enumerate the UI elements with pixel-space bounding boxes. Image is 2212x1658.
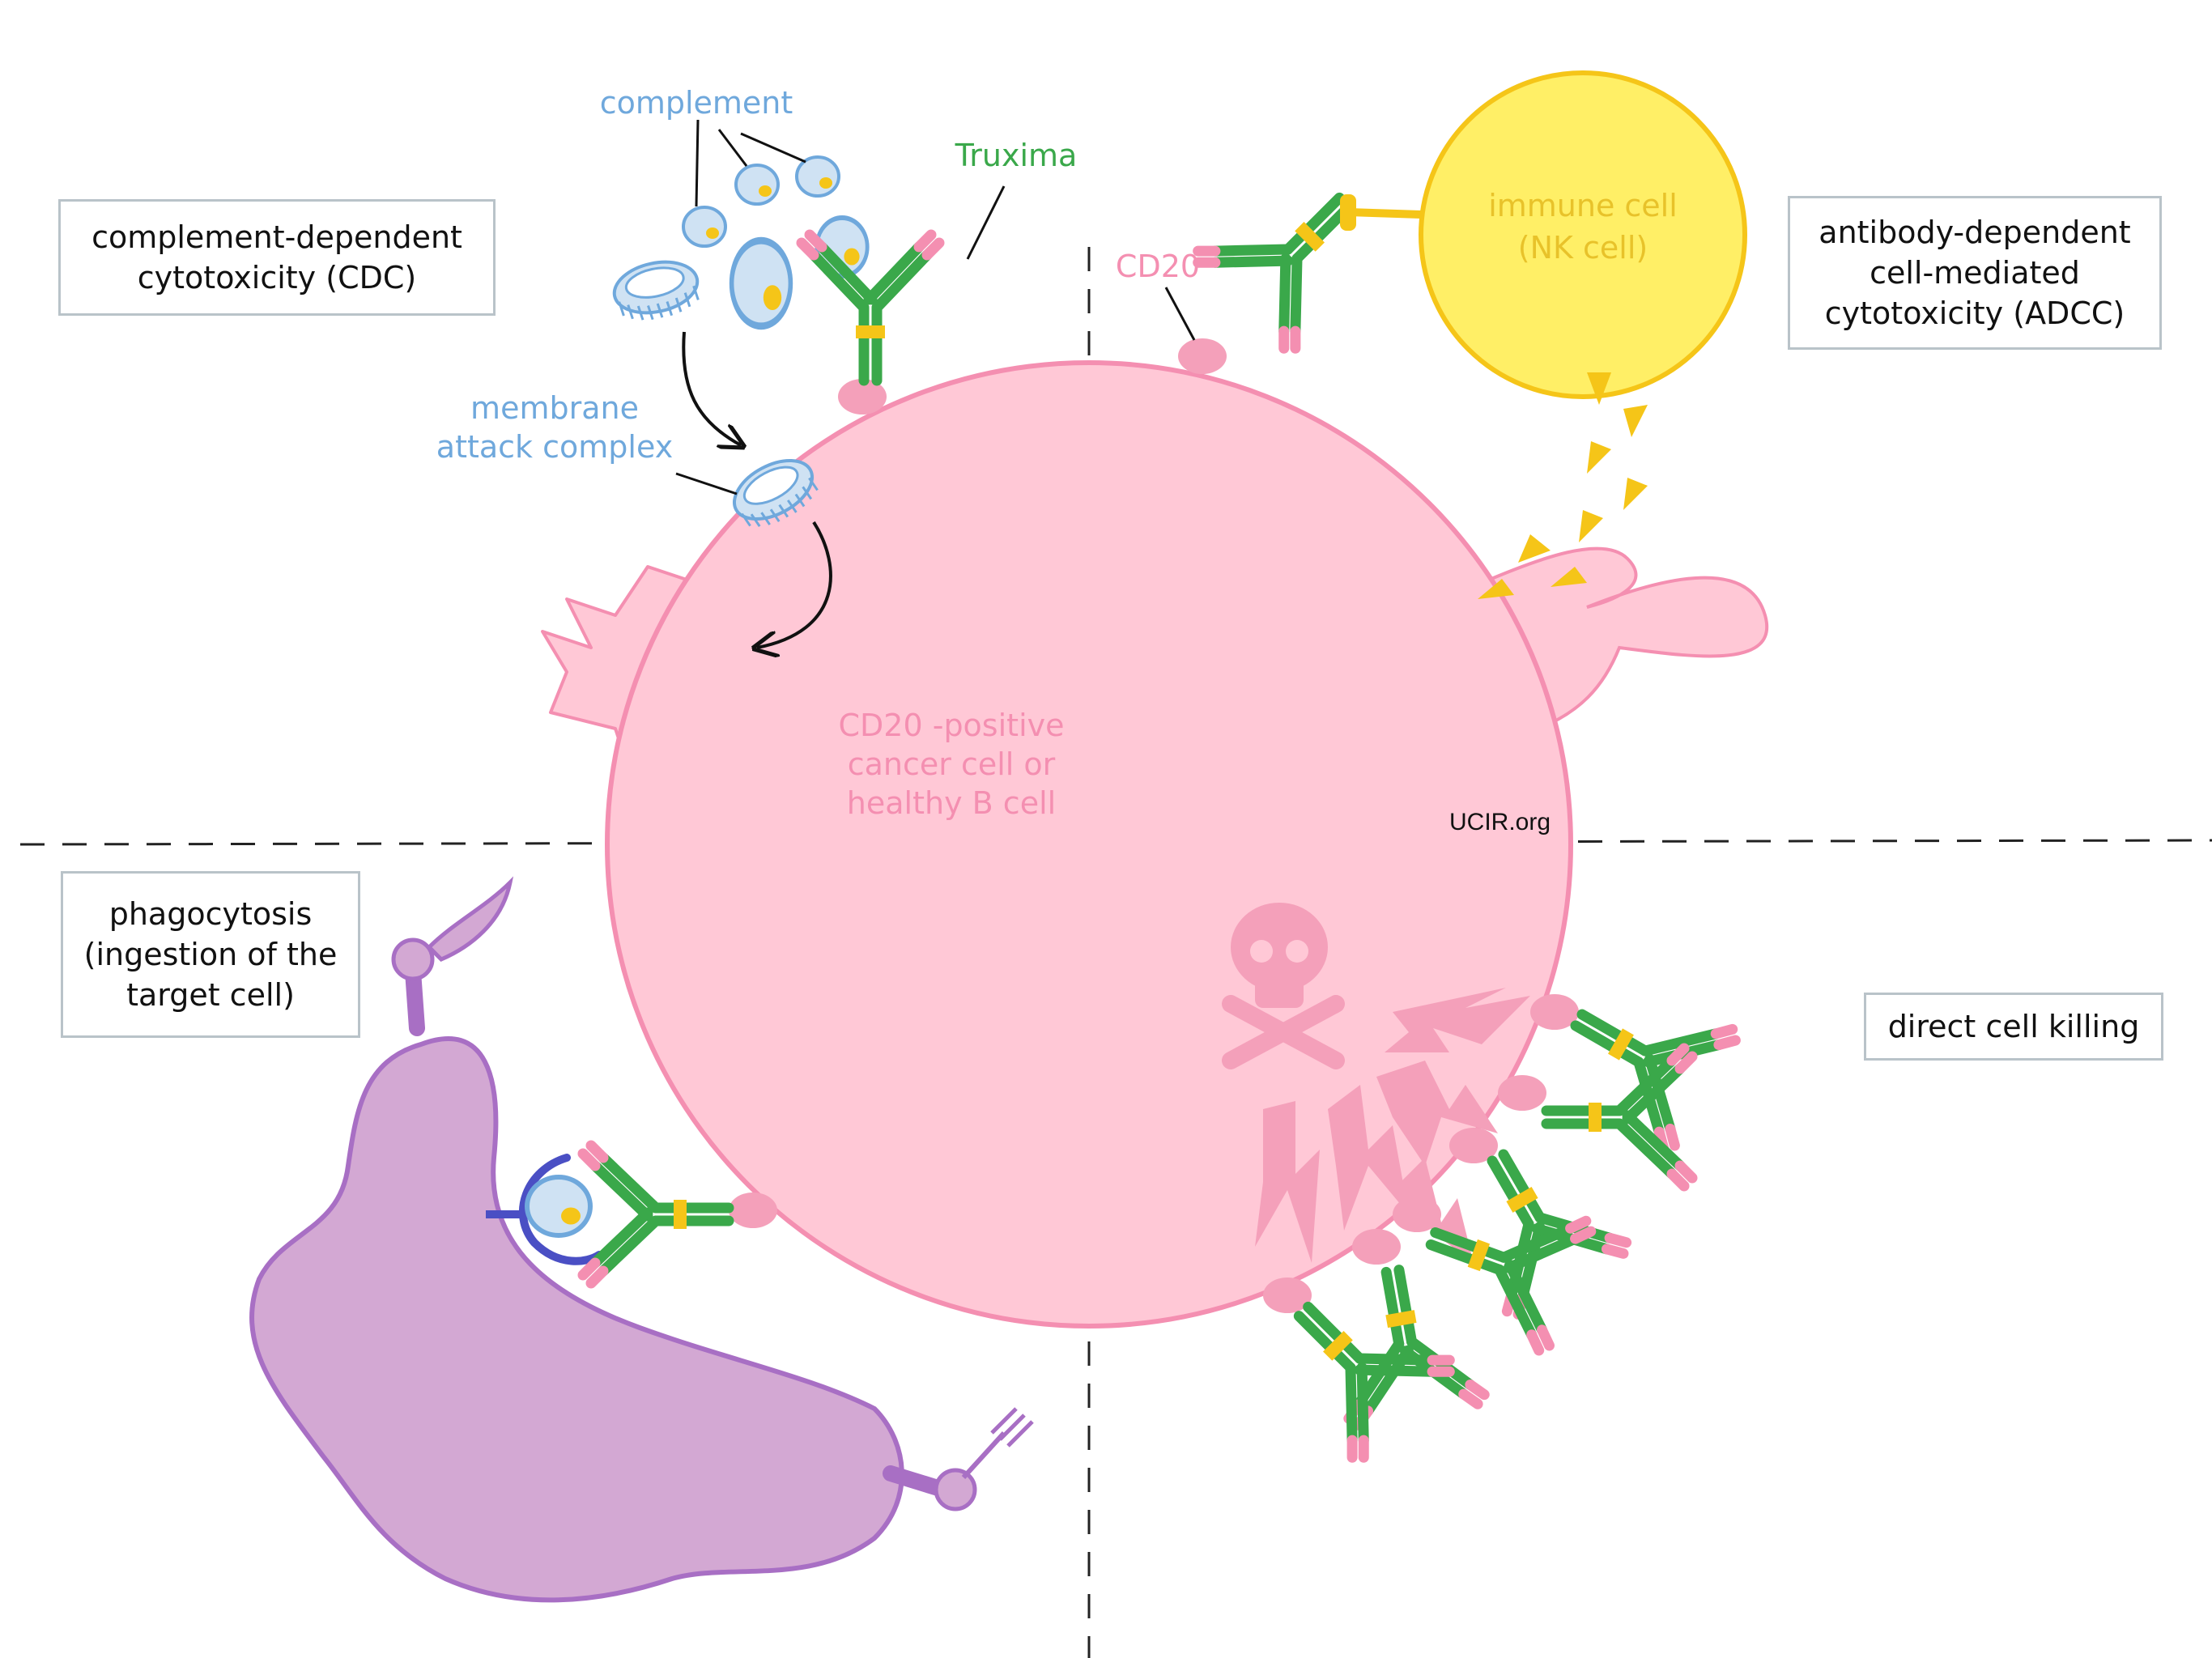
box-phagocytosis: phagocytosis (ingestion of the target ce… <box>61 871 360 1038</box>
label-mac: membrane attack complex <box>436 390 674 465</box>
antibody-cdc <box>802 235 939 380</box>
fc-receptor <box>1347 208 1422 219</box>
skull-crossbones-icon <box>1222 903 1345 1069</box>
label-cd20: CD20 <box>1116 249 1200 284</box>
phagocyte-body <box>249 1036 904 1603</box>
box-cdc: complement-dependent cytotoxicity (CDC) <box>58 199 496 316</box>
mac-arrow-2 <box>757 521 832 648</box>
antibody-phago <box>583 1146 729 1283</box>
label-target-cell: CD20 -positive cancer cell or healthy B … <box>838 708 1065 821</box>
complement-pointer-lines <box>695 119 806 207</box>
cytotoxic-granules <box>1478 372 1648 599</box>
nk-cell <box>1419 70 1747 399</box>
box-adcc: antibody-dependent cell-mediated cytotox… <box>1788 196 2162 350</box>
phagocyte-arm-fork <box>883 1407 1034 1511</box>
cd20-marker-phago <box>729 1192 777 1228</box>
cd20-pointer-line <box>1164 287 1196 341</box>
bound-complement <box>527 1177 590 1235</box>
label-complement: complement <box>600 85 793 121</box>
truxima-pointer-line <box>966 185 1006 260</box>
mac-free <box>607 253 705 328</box>
label-truxima: Truxima <box>955 138 1078 173</box>
mac-arrow-1 <box>682 331 741 445</box>
cd20-marker-adcc <box>1178 338 1227 374</box>
label-watermark: UCIR.org <box>1449 809 1551 835</box>
fc-receptor-head <box>1340 194 1356 231</box>
complement-particles <box>682 155 867 326</box>
target-cell <box>605 360 1573 1329</box>
box-direct-killing: direct cell killing <box>1864 993 2163 1061</box>
mac-pointer-line <box>675 472 738 495</box>
phagocyte-arm-knife <box>391 876 514 1036</box>
phagocyte-receptor <box>518 1154 603 1265</box>
antibody-adcc <box>1193 154 1393 354</box>
label-immune-cell: immune cell (NK cell) <box>1488 188 1678 266</box>
